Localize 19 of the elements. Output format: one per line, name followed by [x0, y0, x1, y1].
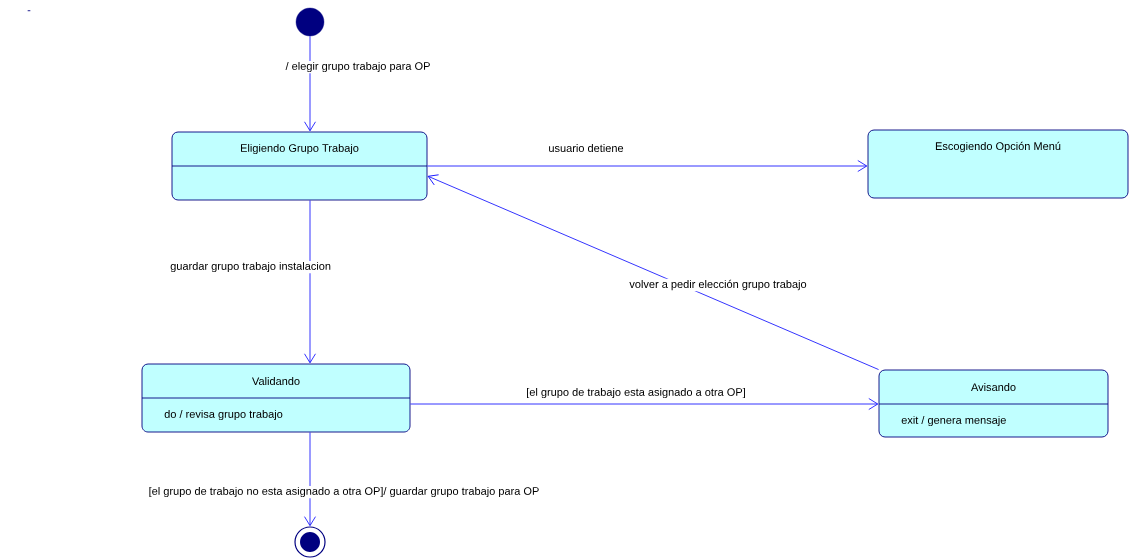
state-box: Eligiendo Grupo Trabajo — [171, 131, 428, 201]
transition-arrow — [410, 398, 879, 410]
state-box: Avisando exit / genera mensaje — [878, 369, 1109, 438]
transition-label: / elegir grupo trabajo para OP — [284, 60, 432, 74]
transition-arrow — [304, 200, 316, 364]
transition-arrow — [304, 35, 316, 132]
transition-label: volver a pedir elección grupo trabajo — [628, 278, 808, 292]
transition-arrow — [427, 160, 868, 172]
transition-label: guardar grupo trabajo instalacion — [169, 260, 333, 274]
final-state — [294, 526, 326, 558]
state-box: Validando do / revisa grupo trabajo — [141, 363, 411, 433]
transition-label: usuario detiene — [547, 142, 625, 154]
dash-mark: - — [27, 10, 31, 12]
transition-label: [el grupo de trabajo no esta asignado a otra OP]/ guardar grupo trabajo para OP — [147, 485, 541, 499]
transition-label: [el grupo de trabajo esta asignado a otra OP] — [525, 386, 747, 400]
state-box: Escogiendo Opción Menú — [867, 129, 1129, 199]
transition-arrow — [427, 174, 879, 370]
transition-arrow — [304, 432, 316, 527]
initial-state — [295, 7, 325, 37]
